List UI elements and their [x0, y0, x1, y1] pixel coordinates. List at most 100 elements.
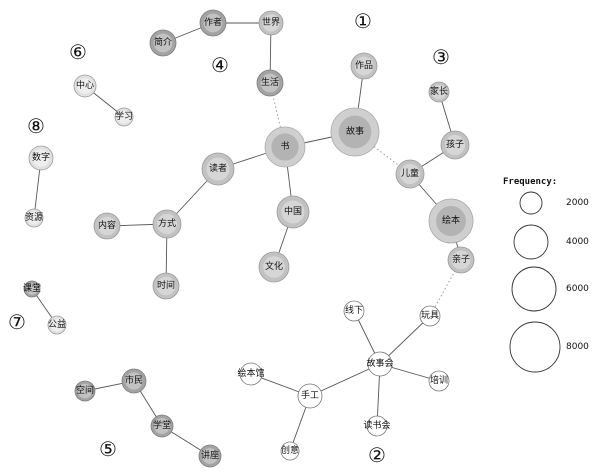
legend-value-4000: 4000	[566, 237, 589, 247]
node-手工: 手工	[297, 383, 323, 409]
node-创意: 创意	[280, 441, 300, 461]
legend-circle-2000	[519, 191, 543, 215]
node-inner-circle	[399, 163, 421, 185]
node-inner-circle	[32, 149, 50, 167]
legend-title: Frequency:	[503, 177, 557, 187]
node-label: 市民	[125, 374, 143, 386]
node-inner-circle	[262, 14, 280, 32]
node-故事: 故事	[330, 107, 380, 157]
node-inner-circle	[97, 216, 117, 236]
node-inner-circle	[444, 134, 466, 156]
node-label: 学习	[115, 110, 133, 122]
node-inner-circle	[153, 33, 173, 53]
node-inner-circle	[77, 78, 93, 94]
node-绘本: 绘本	[428, 198, 474, 244]
node-inner-circle	[156, 276, 176, 296]
cluster-label-7: ⑦	[8, 310, 26, 334]
node-circle	[419, 305, 441, 327]
node-label: 玩具	[421, 310, 439, 321]
node-inner-circle	[202, 448, 218, 464]
legend-circle-8000	[509, 321, 561, 373]
node-市民: 市民	[121, 368, 147, 394]
node-label: 创意	[281, 444, 299, 456]
node-label: 方式	[158, 217, 176, 229]
node-课堂: 课堂	[23, 280, 41, 298]
node-label: 世界	[262, 16, 280, 28]
cluster-label-8: ⑧	[27, 114, 45, 138]
node-label: 书	[280, 141, 289, 152]
node-空间: 空间	[74, 380, 96, 402]
node-inner-circle	[338, 115, 372, 149]
node-label: 培训	[430, 374, 448, 386]
node-读书会: 读书会	[363, 415, 391, 437]
node-学堂: 学堂	[150, 414, 174, 438]
node-学习: 学习	[114, 107, 134, 127]
node-孩子: 孩子	[440, 130, 470, 160]
node-培训: 培训	[428, 370, 450, 392]
edge-生活-书	[269, 82, 286, 148]
node-inner-circle	[125, 372, 143, 390]
node-作品: 作品	[350, 52, 378, 80]
legend-circle-6000	[511, 266, 557, 312]
node-label: 生活	[261, 76, 279, 88]
node-inner-circle	[451, 250, 471, 270]
node-inner-circle	[260, 73, 280, 93]
node-玩具: 玩具	[419, 305, 441, 327]
node-inner-circle	[77, 383, 93, 399]
cluster-label-6: ⑥	[69, 40, 87, 64]
node-label: 孩子	[446, 138, 464, 150]
legend-value-2000: 2000	[566, 198, 589, 208]
node-label: 数字	[32, 151, 50, 163]
legend-value-8000: 8000	[566, 342, 589, 352]
node-inner-circle	[436, 206, 466, 236]
node-label: 内容	[98, 219, 116, 231]
node-label: 作品	[355, 59, 373, 71]
node-inner-circle	[156, 213, 178, 235]
nodes-layer: 简介作者世界生活作品故事书读者中国文化方式内容时间家长孩子儿童绘本亲子中心学习数…	[23, 9, 475, 468]
node-circle	[297, 383, 323, 409]
node-label: 公益	[48, 318, 66, 330]
legend-value-6000: 6000	[566, 284, 589, 294]
node-label: 读者	[209, 162, 227, 174]
node-circle	[280, 441, 300, 461]
node-inner-circle	[154, 418, 170, 434]
cluster-label-4: ④	[211, 53, 229, 77]
cluster-label-5: ⑤	[99, 437, 117, 461]
node-label: 学堂	[153, 419, 171, 431]
node-线下: 线下	[343, 300, 365, 322]
cluster-label-3: ③	[432, 45, 450, 69]
node-label: 讲座	[201, 449, 219, 461]
node-公益: 公益	[47, 315, 67, 335]
cluster-label-2: ②	[368, 443, 386, 467]
node-label: 课堂	[23, 282, 41, 294]
node-inner-circle	[271, 133, 299, 161]
node-label: 手工	[301, 389, 319, 401]
edge-亲子-玩具	[429, 259, 462, 317]
node-label: 儿童	[401, 167, 419, 179]
node-inner-circle	[206, 157, 230, 181]
legend-circle-4000	[513, 224, 549, 260]
node-label: 故事会	[366, 357, 393, 369]
node-亲子: 亲子	[447, 246, 475, 274]
node-书: 书	[264, 126, 306, 168]
node-故事会: 故事会	[366, 351, 394, 377]
node-label: 故事	[346, 125, 364, 137]
node-inner-circle	[27, 211, 41, 225]
node-inner-circle	[26, 283, 38, 295]
node-label: 空间	[76, 384, 94, 396]
node-label: 时间	[157, 279, 175, 291]
edges-layer	[31, 22, 462, 457]
node-label: 读书会	[363, 419, 390, 431]
node-inner-circle	[354, 56, 374, 76]
node-label: 作者	[204, 16, 222, 28]
node-方式: 方式	[152, 209, 182, 239]
node-inner-circle	[50, 318, 64, 332]
node-circle	[366, 415, 388, 437]
node-label: 中国	[284, 205, 302, 217]
node-label: 文化	[265, 260, 283, 272]
node-label: 中心	[76, 79, 94, 91]
node-时间: 时间	[152, 272, 180, 300]
node-中国: 中国	[276, 195, 310, 229]
node-读者: 读者	[201, 152, 235, 186]
